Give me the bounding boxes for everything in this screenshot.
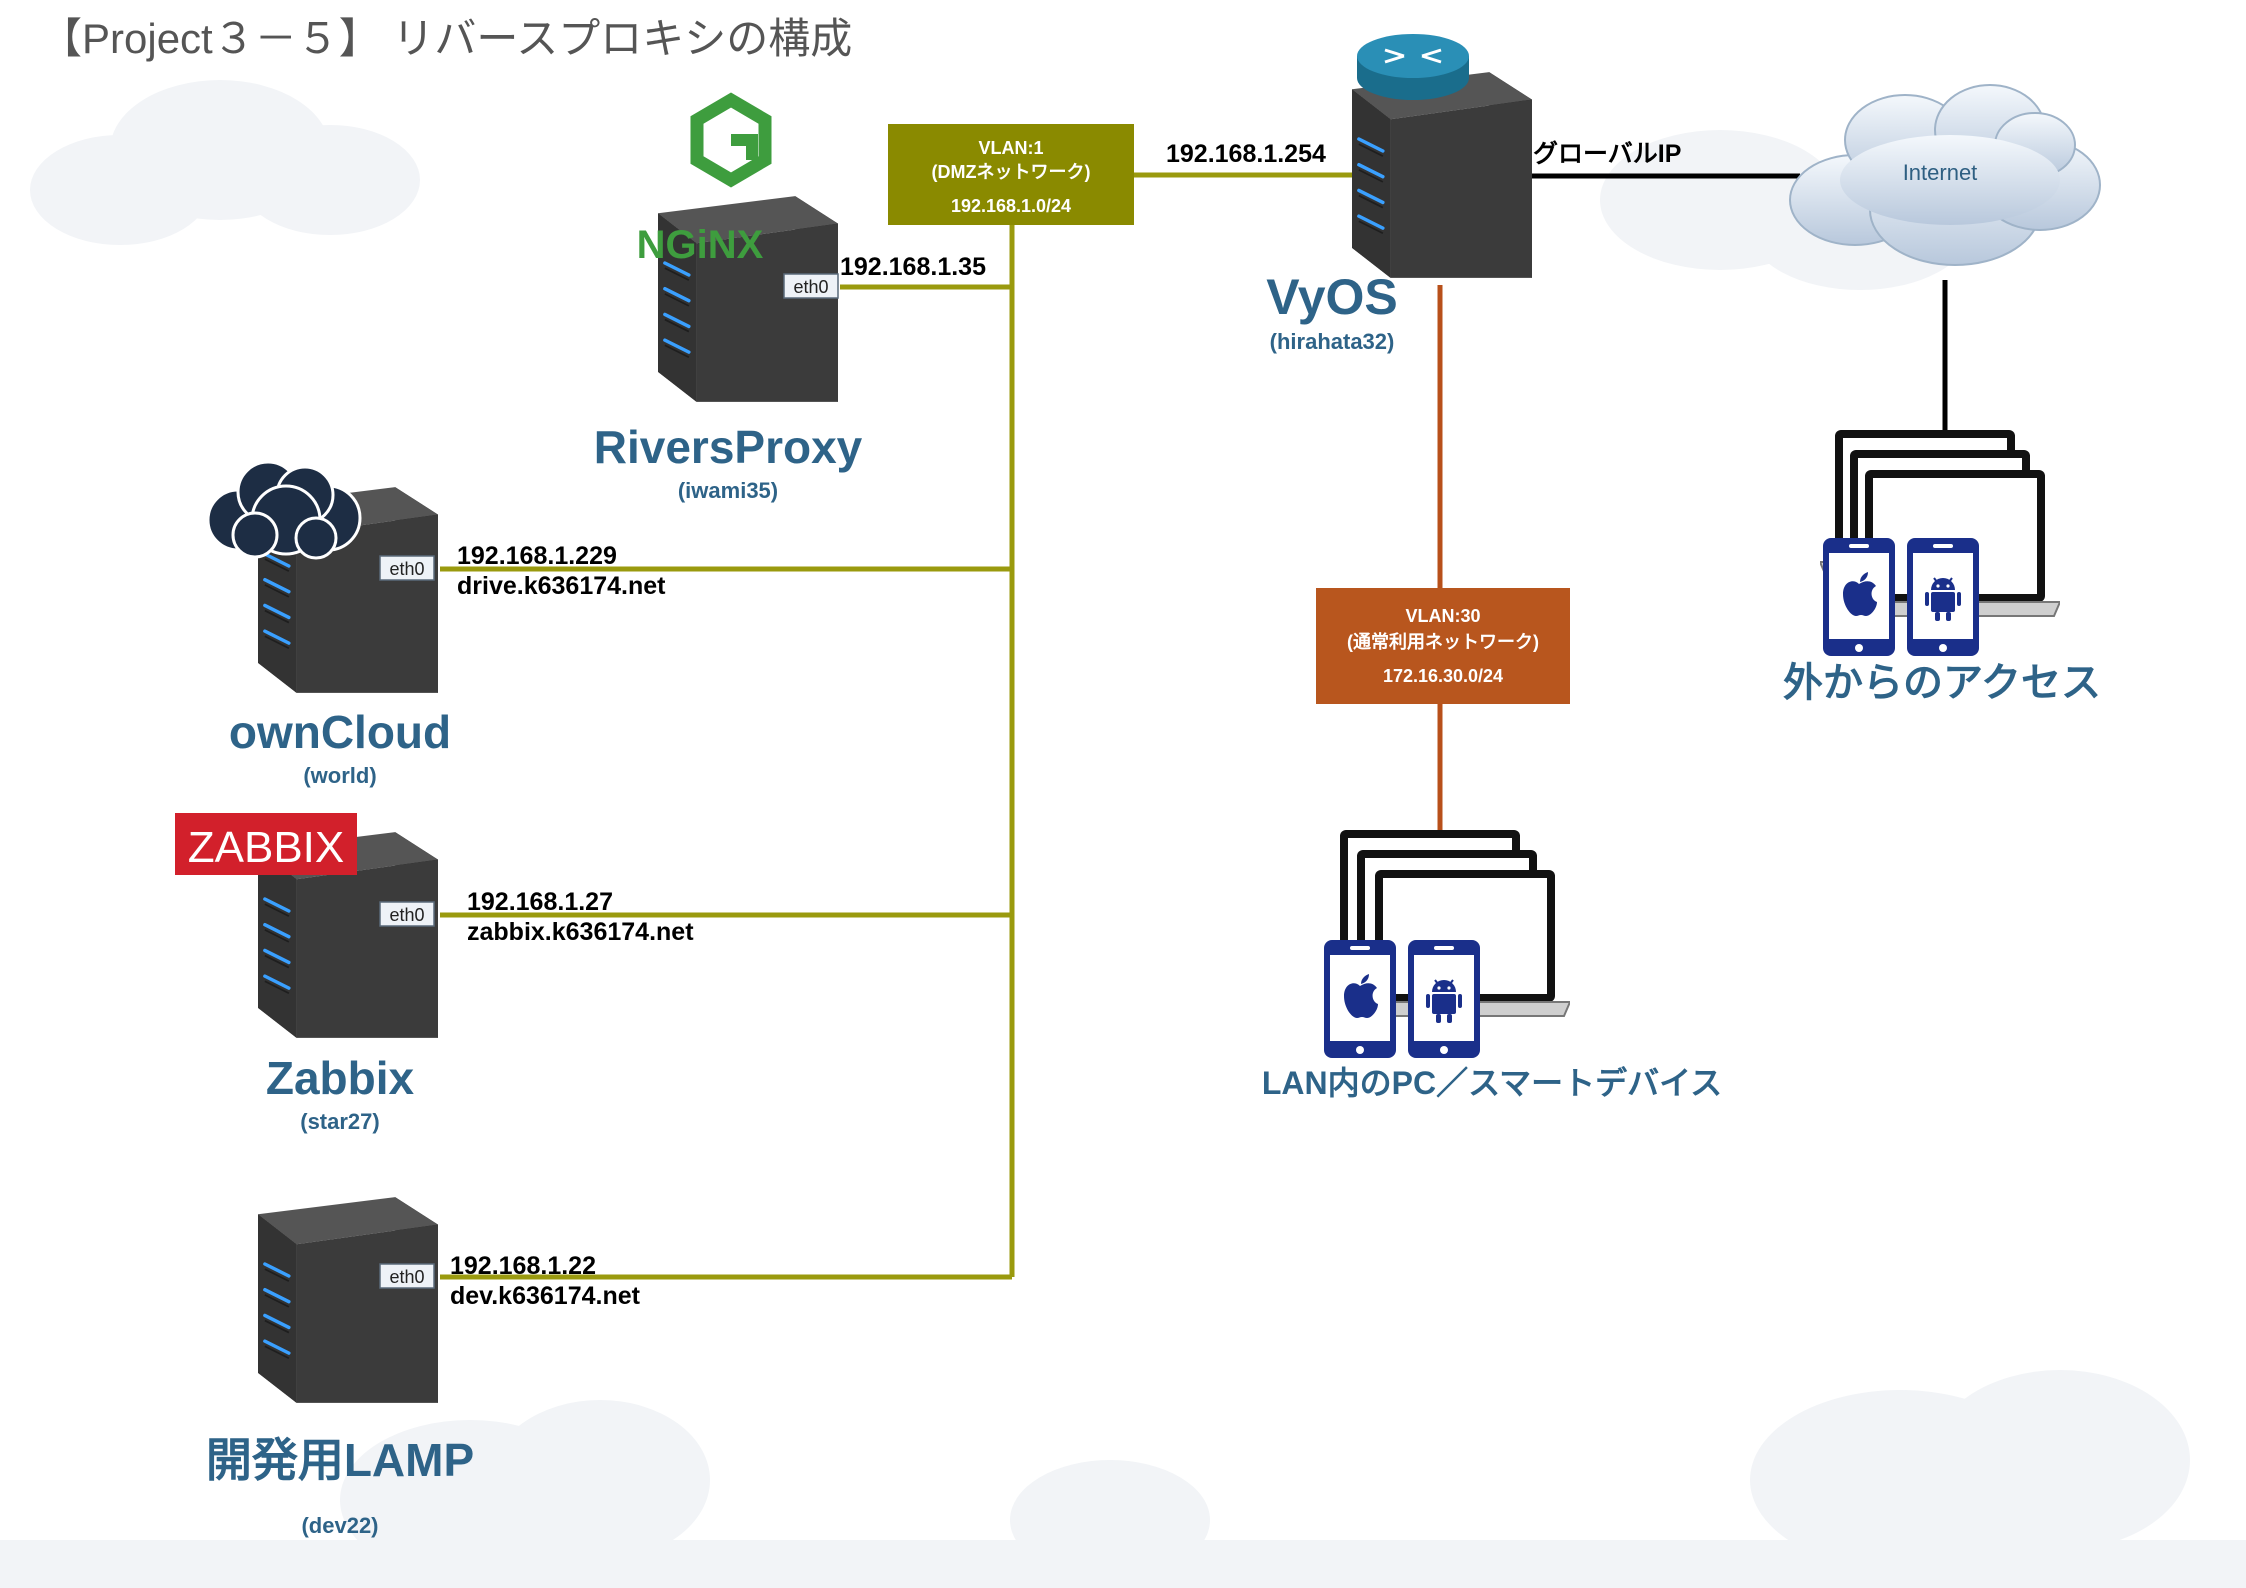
vlan-lan-name: (通常利用ネットワーク) (1347, 631, 1539, 652)
background-clouds (0, 80, 2246, 1588)
zabbix-host: (star27) (300, 1109, 379, 1134)
owncloud-name: ownCloud (229, 706, 451, 758)
vyos-host: (hirahata32) (1270, 329, 1395, 354)
lamp-host: (dev22) (301, 1513, 378, 1538)
diagram-title: 【Project３－５】 リバースプロキシの構成 (40, 15, 852, 62)
router-icon (1357, 34, 1469, 100)
lamp-ip: 192.168.1.22 (450, 1252, 596, 1280)
android-phone-icon (1408, 940, 1480, 1058)
owncloud-server: eth0 192.168.1.229 drive.k636174.net own… (206, 460, 666, 788)
vyos-router: VyOS (hirahata32) 192.168.1.254 グローバルIP (1166, 34, 1681, 354)
zabbix-logo-text: ZABBIX (188, 823, 345, 872)
nginx-logo: NGiNX (637, 92, 772, 267)
external-devices: 外からのアクセス (1783, 430, 2101, 705)
zabbix-logo: ZABBIX (175, 813, 357, 875)
owncloud-cloud-icon (206, 460, 362, 560)
internet: Internet (1789, 84, 2101, 266)
vlan-lan-subnet: 172.16.30.0/24 (1383, 666, 1503, 686)
vlan-dmz-name: (DMZネットワーク) (932, 162, 1091, 182)
vyos-name: VyOS (1266, 269, 1398, 325)
vyos-wan-label: グローバルIP (1533, 140, 1681, 168)
zabbix-domain: zabbix.k636174.net (467, 918, 694, 946)
lamp-name: 開発用LAMP (206, 1434, 474, 1486)
internet-label: Internet (1903, 160, 1978, 185)
riversproxy-server: NGiNX eth0 192.168.1.35 RiversProxy (iwa… (594, 92, 986, 503)
vlan-dmz-box: VLAN:1 (DMZネットワーク) 192.168.1.0/24 (888, 124, 1134, 225)
server-icon (1352, 70, 1532, 280)
vlan-lan-id: VLAN:30 (1405, 606, 1480, 626)
eth0-port (379, 1263, 435, 1289)
lamp-domain: dev.k636174.net (450, 1282, 641, 1310)
zabbix-ip: 192.168.1.27 (467, 888, 613, 916)
wan-lines (1530, 173, 1948, 432)
nginx-logo-text: NGiNX (637, 223, 764, 267)
lamp-iface: eth0 (389, 1267, 424, 1287)
zabbix-server: ZABBIX eth0 192.168.1.27 zabbix.k636174.… (175, 813, 694, 1134)
proxy-name: RiversProxy (594, 421, 863, 473)
server-icon (258, 1195, 438, 1405)
external-access-label: 外からのアクセス (1783, 661, 2101, 705)
vlan-dmz-id: VLAN:1 (978, 138, 1043, 158)
vlan-dmz-subnet: 192.168.1.0/24 (951, 196, 1071, 216)
apple-phone-icon (1324, 940, 1396, 1058)
lan-devices: LAN内のPC／スマートデバイス (1262, 830, 1722, 1101)
proxy-host: (iwami35) (678, 478, 778, 503)
zabbix-name: Zabbix (266, 1052, 415, 1104)
owncloud-ip: 192.168.1.229 (457, 542, 617, 570)
eth0-port (379, 555, 435, 581)
android-phone-icon (1907, 538, 1979, 656)
apple-phone-icon (1823, 538, 1895, 656)
eth0-port (379, 901, 435, 927)
eth0-port (783, 273, 839, 299)
owncloud-host: (world) (303, 763, 376, 788)
dmz-network-lines (440, 172, 1355, 1280)
proxy-iface: eth0 (793, 277, 828, 297)
proxy-ip: 192.168.1.35 (840, 253, 986, 281)
owncloud-iface: eth0 (389, 559, 424, 579)
vlan-lan-box: VLAN:30 (通常利用ネットワーク) 172.16.30.0/24 (1316, 588, 1570, 704)
lamp-server: eth0 192.168.1.22 dev.k636174.net 開発用LAM… (206, 1195, 641, 1538)
lan-devices-label: LAN内のPC／スマートデバイス (1262, 1065, 1722, 1101)
vyos-ip: 192.168.1.254 (1166, 140, 1326, 168)
zabbix-iface: eth0 (389, 905, 424, 925)
owncloud-domain: drive.k636174.net (457, 572, 666, 600)
